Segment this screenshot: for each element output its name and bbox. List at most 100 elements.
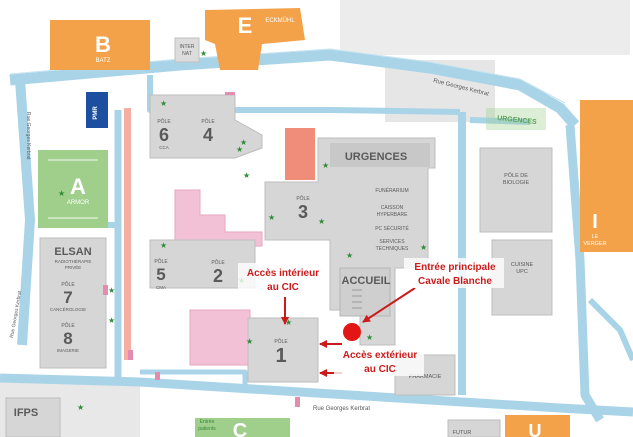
pole3-prefix: PÔLE: [296, 195, 310, 202]
pole5-number: 5: [156, 265, 165, 284]
acces-interieur-line1: Accès intérieur: [247, 268, 319, 279]
pole8-number: 8: [63, 329, 72, 348]
elsan-line1: RADIOTHÉRAPIE: [55, 258, 92, 264]
entree-patients[interactable]: Entrée patients: [190, 416, 222, 435]
pink-building-lower: [189, 309, 251, 366]
svg-text:A: A: [70, 174, 86, 199]
acces-interieur-line2: au CIC: [267, 282, 299, 293]
svg-text:C: C: [233, 420, 247, 437]
building-elsan-pole-7-8[interactable]: [39, 237, 107, 369]
biologie-line1: PÔLE DE: [504, 172, 528, 179]
svg-text:E: E: [238, 13, 253, 38]
svg-text:ARMOR: ARMOR: [67, 200, 90, 206]
svg-text:★: ★: [58, 189, 65, 198]
svg-text:NAT: NAT: [182, 51, 192, 57]
road-urgences: [469, 117, 531, 125]
building-internat[interactable]: INTER NAT: [174, 37, 200, 63]
svg-text:patients: patients: [198, 426, 216, 432]
accueil-stairs: [352, 289, 362, 309]
building-central-complex[interactable]: [264, 137, 436, 346]
accueil-label: ACCUEIL: [342, 275, 391, 287]
pink-road-marks: [103, 92, 300, 407]
svg-text:★: ★: [77, 403, 84, 412]
pole7-prefix: PÔLE: [61, 281, 75, 288]
pole2-number: 2: [213, 266, 223, 286]
svg-text:PMR: PMR: [93, 106, 99, 120]
svg-text:★: ★: [240, 138, 247, 147]
road-label-kerbrat-bottom: Rue Georges Kerbrat: [313, 406, 370, 412]
acces-exterieur-line1: Accès extérieur: [343, 350, 418, 361]
svg-text:★: ★: [108, 316, 115, 325]
building-a[interactable]: A ARMOR: [38, 150, 108, 228]
pole6-name: CCA: [159, 145, 169, 150]
svg-text:LE: LE: [592, 234, 599, 240]
pole6-number: 6: [159, 125, 169, 145]
caisson-line2: HYPERBARE: [377, 212, 409, 218]
pole3-number: 3: [298, 202, 308, 222]
arrow-entree-principale: [362, 287, 416, 323]
svg-text:★: ★: [285, 318, 292, 327]
building-futur[interactable]: [447, 419, 501, 437]
road-edges: [9, 48, 566, 104]
svg-text:I: I: [592, 211, 598, 233]
pmr-parking[interactable]: PMR: [86, 92, 108, 128]
svg-text:★: ★: [160, 241, 167, 250]
pharmacie-label: PHARMACIE: [409, 374, 442, 380]
road-right-bend: [587, 297, 633, 362]
svg-text:VERGER: VERGER: [583, 241, 606, 247]
road-label-kerbrat-left: Rue Georges Kerbrat: [25, 112, 31, 160]
pole1-number: 1: [275, 345, 286, 367]
urgences-green-zone: [486, 108, 546, 130]
svg-text:B: B: [95, 32, 111, 57]
building-pole-1[interactable]: [247, 317, 319, 383]
building-ifps[interactable]: [5, 397, 61, 437]
svg-text:ECKMÜHL: ECKMÜHL: [265, 17, 295, 24]
building-pole-biologie[interactable]: [479, 147, 553, 233]
svg-text:BATZ: BATZ: [96, 58, 111, 64]
building-e[interactable]: E ECKMÜHL: [205, 8, 305, 70]
cuisine-line1: CUISINE: [511, 262, 534, 268]
svg-text:★: ★: [420, 243, 427, 252]
services-tech-line1: SERVICES: [379, 239, 405, 245]
svg-text:★: ★: [318, 217, 325, 226]
services-tech-line2: TECHNIQUES: [376, 246, 409, 252]
svg-text:★: ★: [322, 161, 329, 170]
building-i[interactable]: I LE VERGER: [580, 100, 633, 252]
svg-text:INTER: INTER: [180, 44, 195, 50]
futur-label: FUTUR: [453, 430, 472, 436]
pole4-prefix: PÔLE: [201, 118, 215, 125]
building-pole-6-4[interactable]: [149, 94, 263, 159]
svg-text:★: ★: [246, 337, 253, 346]
svg-text:★: ★: [160, 99, 167, 108]
top-right-block: [340, 0, 630, 55]
annotation-halos: [238, 258, 504, 376]
pole1-prefix: PÔLE: [274, 338, 288, 345]
pink-building-upper: [174, 189, 263, 247]
accueil-hall: [339, 267, 391, 317]
urgences-band: [330, 143, 430, 167]
svg-text:★: ★: [236, 145, 243, 154]
elsan-line2: PRIVÉE: [65, 264, 82, 270]
red-strip-left: [124, 108, 131, 360]
pole5-name: CMA: [156, 285, 166, 290]
pole7-name: CANCÉROLOGIE: [50, 306, 86, 312]
svg-text:U: U: [529, 421, 542, 437]
entree-principale-line2: Cavale Blanche: [418, 276, 492, 287]
cuisine-line2: UPC: [516, 269, 528, 275]
building-u[interactable]: U: [505, 415, 570, 437]
road-outer-top: [9, 49, 580, 129]
svg-text:★: ★: [243, 171, 250, 180]
svg-text:★: ★: [268, 213, 275, 222]
red-building-center: [285, 128, 315, 180]
building-b[interactable]: B BATZ: [50, 20, 150, 70]
acces-exterieur-line2: au CIC: [364, 364, 396, 375]
building-c[interactable]: C: [195, 418, 290, 437]
entree-principale-line1: Entrée principale: [414, 262, 496, 273]
pole8-prefix: PÔLE: [61, 322, 75, 329]
main-entrance-marker[interactable]: [343, 323, 361, 341]
pole7-number: 7: [63, 288, 72, 307]
building-cuisine[interactable]: [491, 239, 553, 316]
pole2-prefix: PÔLE: [211, 259, 225, 266]
pole6-prefix: PÔLE: [157, 118, 171, 125]
